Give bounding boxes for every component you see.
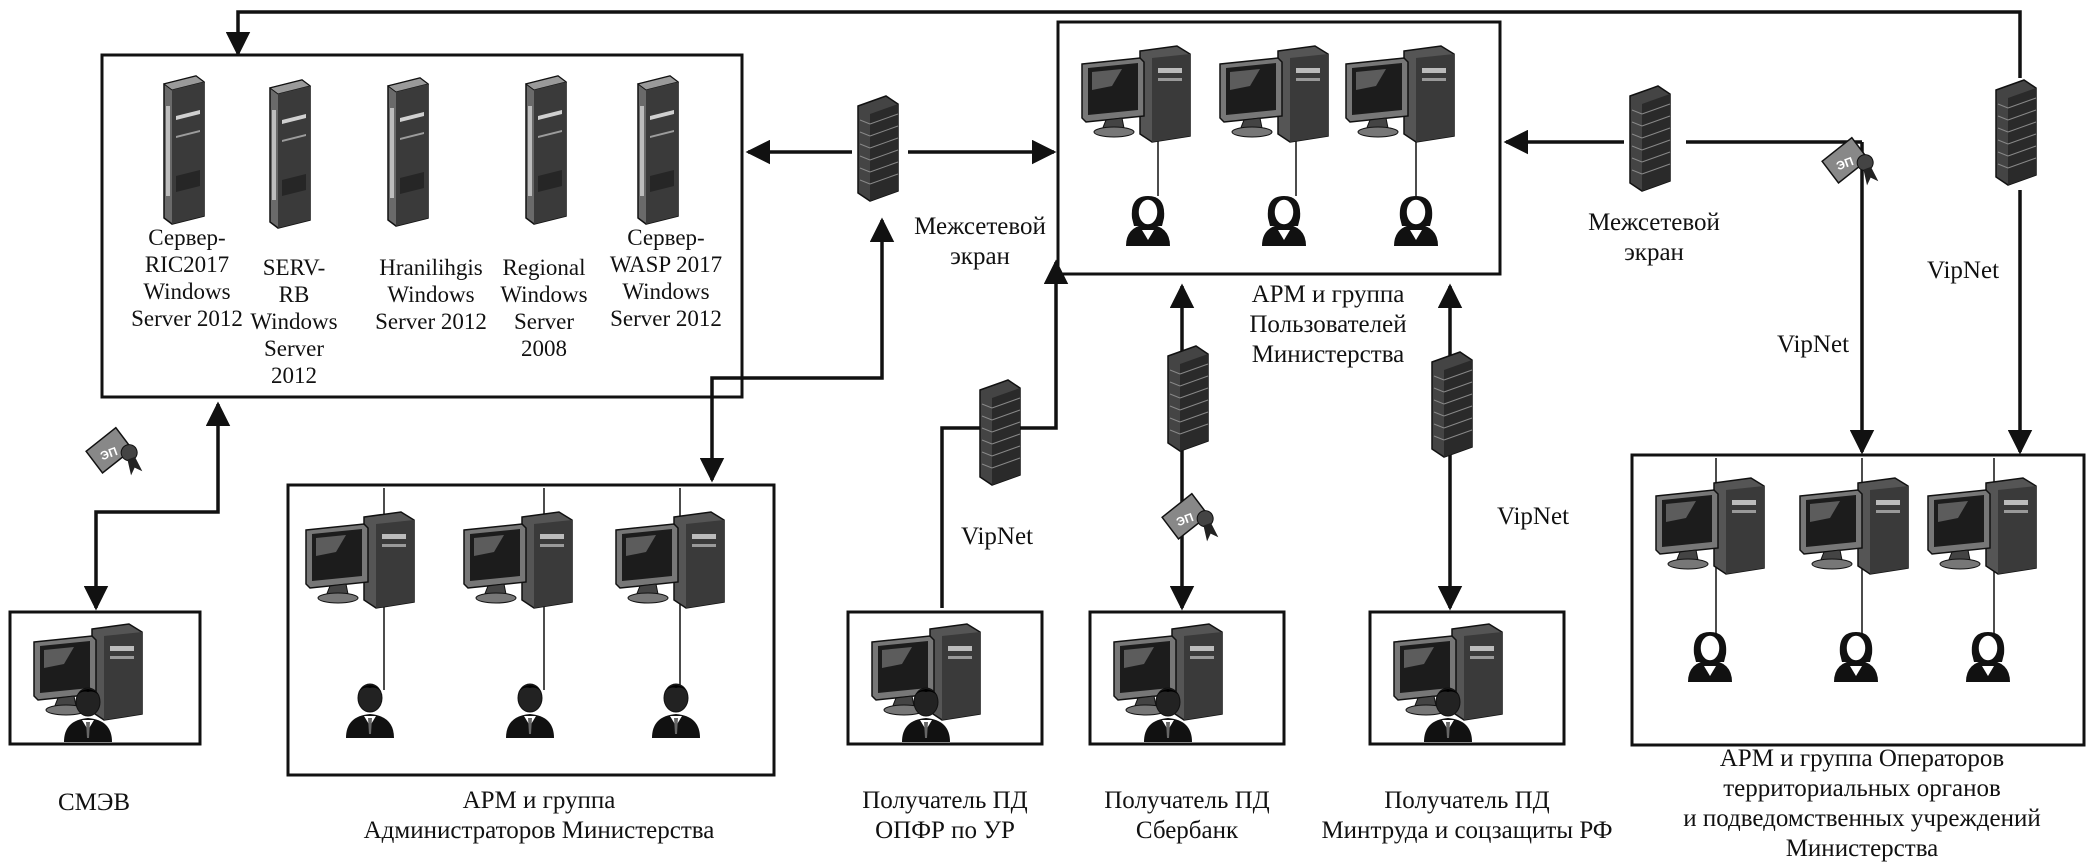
server-icon <box>387 77 429 227</box>
sberbank-label: Получатель ПД Сбербанк <box>1104 787 1270 844</box>
vipnet-mintrud-label: VipNet <box>1496 503 1570 530</box>
woman-user-icon <box>1125 195 1171 247</box>
workstation-icon <box>463 511 573 609</box>
opfr-box <box>846 610 1044 746</box>
ep-certificate-icon: ЭП <box>1161 492 1219 542</box>
woman-user-icon <box>1393 195 1439 247</box>
firewall-icon <box>1995 79 2037 186</box>
server-label-hranilihgis: Hranilihgis Windows Server 2012 <box>375 255 487 334</box>
workstation-icon <box>1219 45 1329 143</box>
woman-user-icon <box>1833 631 1879 683</box>
svg-text:ЭП: ЭП <box>1834 154 1855 173</box>
woman-user-icon <box>1261 195 1307 247</box>
server-label-serv-rb: SERV- RB Windows Server 2012 <box>250 255 338 388</box>
workstation-icon <box>1081 45 1191 143</box>
opfr-users-link <box>1020 259 1069 430</box>
operators-box <box>1630 453 2086 747</box>
server-icon <box>163 75 205 225</box>
man-admin-icon <box>505 683 555 739</box>
server-icon <box>269 79 311 229</box>
firewall-icon <box>1629 85 1671 192</box>
firewall-icon <box>1431 351 1473 458</box>
server-label-wasp2017: Сервер- WASP 2017 Windows Server 2012 <box>609 225 723 331</box>
users-group-label: АРМ и группа Пользователей Министерства <box>1249 281 1407 368</box>
server-label-regional: Regional Windows Server 2008 <box>500 255 588 361</box>
mintrud-label: Получатель ПД Минтруда и соцзащиты РФ <box>1321 787 1613 844</box>
vipnet-right-label: VipNet <box>1926 257 2000 284</box>
workstation-icon <box>615 511 725 609</box>
server-icon <box>525 75 567 225</box>
smev-box <box>8 610 202 746</box>
firewall-left-label: Межсетевой экран <box>914 213 1046 270</box>
opfr-label: Получатель ПД ОПФР по УР <box>862 787 1028 844</box>
firewall-right-label: Межсетевой экран <box>1588 209 1720 266</box>
mintrud-box <box>1368 610 1566 746</box>
ep-certificate-icon: ЭП <box>1821 136 1879 186</box>
firewall-icon <box>979 379 1021 486</box>
sberbank-box <box>1088 610 1286 746</box>
server-label-ric2017: Сервер- RIC2017 Windows Server 2012 <box>131 225 243 331</box>
workstation-icon <box>1927 477 2037 575</box>
workstation-icon <box>1345 45 1455 143</box>
ep-certificate-icon: ЭП <box>85 426 143 476</box>
svg-text:ЭП: ЭП <box>98 444 119 463</box>
svg-text:ЭП: ЭП <box>1174 510 1195 529</box>
operators-group-label: АРМ и группа Операторов территориальных … <box>1683 745 2041 862</box>
firewall-icon <box>857 95 899 202</box>
firewall-icon <box>1167 345 1209 452</box>
man-admin-icon <box>345 683 395 739</box>
vipnet-opfr-label: VipNet <box>960 523 1034 550</box>
smev-link <box>83 401 231 611</box>
opfr-link <box>940 426 986 608</box>
admins-box <box>286 483 776 777</box>
woman-user-icon <box>1965 631 2011 683</box>
vipnet-operators-label: VipNet <box>1776 331 1850 358</box>
woman-user-icon <box>1687 631 1733 683</box>
users-box <box>1056 20 1502 276</box>
workstation-icon <box>1655 477 1765 575</box>
man-admin-icon <box>651 683 701 739</box>
admins-group-label: АРМ и группа Администраторов Министерств… <box>363 787 715 844</box>
top-link <box>225 10 2022 78</box>
firewall-admins-link <box>699 217 895 483</box>
server-icon <box>637 75 679 225</box>
workstation-icon <box>1799 477 1909 575</box>
workstation-icon <box>305 511 415 609</box>
smev-label: СМЭВ <box>57 789 131 816</box>
